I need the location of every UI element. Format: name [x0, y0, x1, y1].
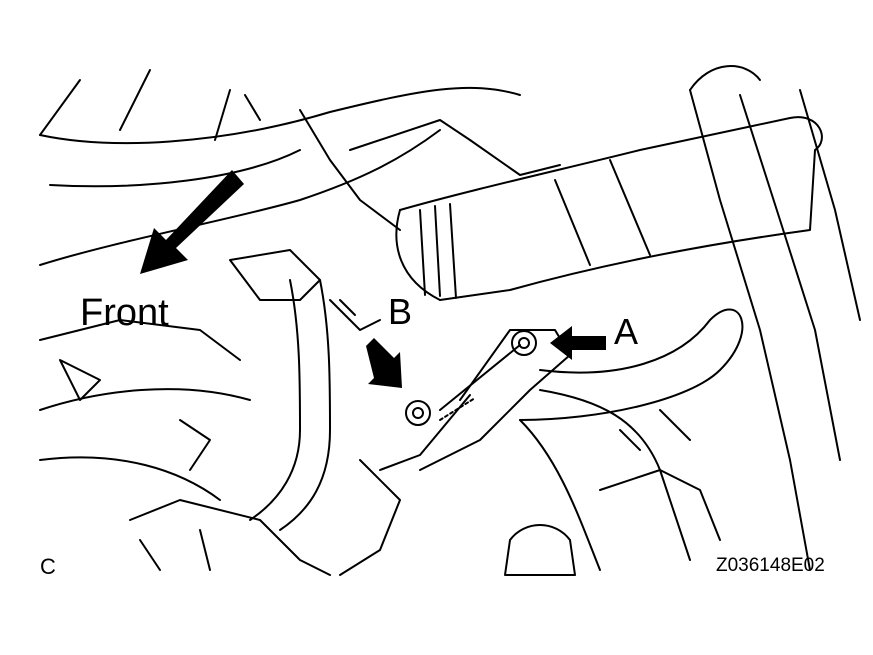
bolt-a-icon	[511, 330, 537, 356]
hose-right	[519, 308, 744, 421]
figure-code: Z036148E02	[716, 555, 825, 576]
bolt-a-label: A	[614, 311, 639, 352]
front-label: Front	[80, 292, 169, 334]
bolt-a-arrow-icon	[550, 326, 606, 360]
bolt-b-arrow-icon	[366, 338, 402, 388]
hose-left	[249, 279, 301, 521]
body-outline-top	[39, 86, 521, 145]
bolt-b-label: B	[388, 291, 413, 332]
bolt-b-icon	[405, 400, 431, 426]
front-arrow-icon	[140, 170, 244, 274]
tool-shaft	[399, 116, 823, 301]
frame-rail	[689, 89, 811, 571]
mounting-bracket	[419, 329, 571, 471]
corner-label: C	[40, 554, 56, 579]
